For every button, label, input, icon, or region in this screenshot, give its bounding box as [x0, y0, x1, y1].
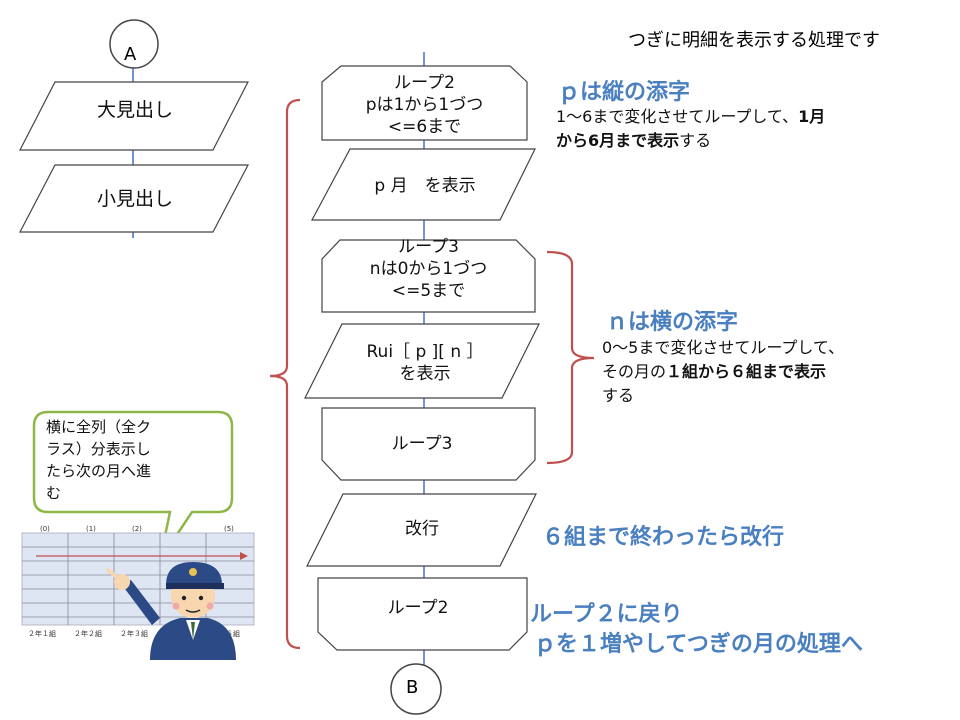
- newline-shape: [306, 493, 537, 567]
- bubble-line4: む: [46, 484, 62, 502]
- show-rui-label: Rui［ p ][ n ］ を表示: [330, 341, 520, 385]
- p-note-body-plain: 1～6まで変化させてループして、: [556, 107, 799, 126]
- loop3-line1: ループ3: [398, 237, 459, 257]
- n-note-line1: 0～5まで変化させてループして、: [602, 338, 845, 357]
- table-col-head-0: (0): [40, 525, 50, 533]
- header-note: つぎに明細を表示する処理です: [628, 30, 880, 51]
- connector-a-circle: [109, 19, 159, 69]
- p-note-body: 1～6まで変化させてループして、1月 から6月まで表示する: [556, 105, 936, 153]
- newline-label: 改行: [405, 519, 439, 539]
- table-col-head-1: (1): [86, 525, 96, 533]
- big-heading-label: 大見出し: [96, 99, 173, 121]
- newline-note: ６組まで終わったら改行: [542, 525, 785, 550]
- loop2-end-shape: [317, 577, 528, 651]
- n-note-line3: する: [602, 386, 635, 405]
- loop2-line2: pは1から1づつ: [365, 95, 484, 115]
- officer-illustration: [106, 562, 236, 660]
- loop3-end-shape: [321, 407, 536, 481]
- loop2-back-note-line2: ｐを１増やしてつぎの月の処理へ: [534, 632, 863, 657]
- table-col-head-2: (2): [132, 525, 142, 533]
- table-col-head-5: (5): [224, 525, 234, 533]
- loop2-end-label: ループ2: [387, 598, 449, 618]
- small-heading-label: 小見出し: [96, 188, 173, 210]
- loop3-start-shape: [321, 239, 536, 313]
- loop2-line3: <=6まで: [387, 117, 462, 137]
- bubble-line3: たら次の月へ進: [46, 462, 152, 480]
- table-row-label-2: ２年２組: [74, 629, 102, 638]
- n-note-line2-bold: １組から６組まで表示: [666, 362, 827, 381]
- loop2-start-label: ループ2 pは1から1づつ <=6まで: [322, 72, 527, 138]
- loop2-bracket: [269, 98, 301, 650]
- p-note-title: ｐは縦の添字: [558, 80, 691, 105]
- bubble-line1: 横に全列（全ク: [46, 418, 152, 436]
- loop2-start-shape: [321, 65, 528, 141]
- n-note-title: ｎは横の添字: [606, 310, 739, 335]
- n-note-line2-plain: その月の: [602, 362, 667, 381]
- p-note-body-bold2: から6月まで表示: [556, 131, 680, 150]
- bubble-text: 横に全列（全ク ラス）分表示し たら次の月へ進 む: [46, 416, 226, 504]
- connector-a-label: A: [124, 44, 137, 65]
- loop2-line1: ループ2: [394, 73, 455, 93]
- bubble-line2: ラス）分表示し: [46, 440, 151, 458]
- loop2-back-note-line1: ループ２に戻り: [530, 602, 683, 627]
- connector-b-circle: [390, 663, 442, 715]
- p-note-body-bold1: 1月: [798, 107, 826, 126]
- p-note-body-tail: する: [679, 131, 712, 150]
- loop3-bracket: [546, 250, 595, 465]
- loop3-line2: nは0から1づつ: [369, 259, 488, 279]
- show-month-shape: [310, 148, 536, 221]
- table-row-label-1: ２年１組: [28, 629, 56, 638]
- show-rui-shape: [304, 323, 540, 399]
- show-rui-line1: Rui［ p ][ n ］: [366, 342, 484, 362]
- show-month-label: p 月 を表示: [374, 176, 476, 196]
- table-row-label-3: ２年３組: [120, 629, 148, 638]
- small-heading-shape: [19, 164, 249, 233]
- loop3-end-label: ループ3: [391, 434, 453, 454]
- table-arrow-head: [240, 552, 248, 560]
- connector-b-label: B: [406, 677, 419, 698]
- loop3-line3: <=5まで: [391, 281, 466, 301]
- big-heading-shape: [19, 81, 249, 151]
- n-note-body: 0～5まで変化させてループして、 その月の１組から６組まで表示 する: [602, 336, 942, 408]
- loop3-start-label: ループ3 nは0から1づつ <=5まで: [322, 236, 535, 302]
- show-rui-line2: を表示: [399, 364, 451, 384]
